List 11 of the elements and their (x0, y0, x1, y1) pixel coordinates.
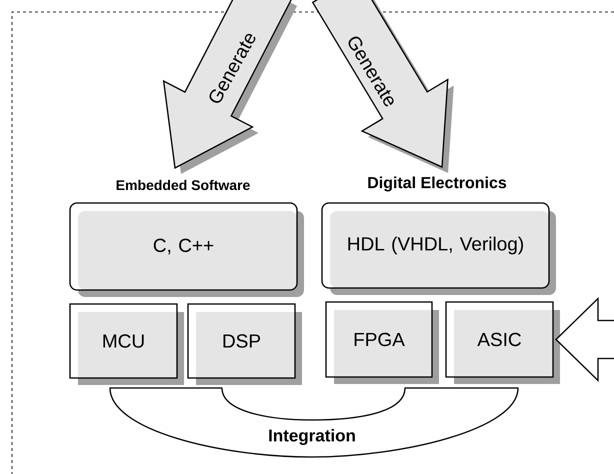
chip-box: DSP (187, 303, 302, 385)
code-box: HDL (VHDL, Verilog) (321, 202, 556, 295)
block-arrow (555, 296, 614, 382)
heading: Digital Electronics (368, 176, 506, 192)
chip-box: ASIC (445, 301, 560, 384)
chip-box: FPGA (325, 301, 439, 384)
heading: Embedded Software (116, 180, 250, 190)
integration-band: Integration (109, 387, 519, 458)
code-box: C, C++ (69, 202, 304, 297)
block-arrow (162, 0, 298, 174)
chip-box: MCU (69, 303, 184, 385)
